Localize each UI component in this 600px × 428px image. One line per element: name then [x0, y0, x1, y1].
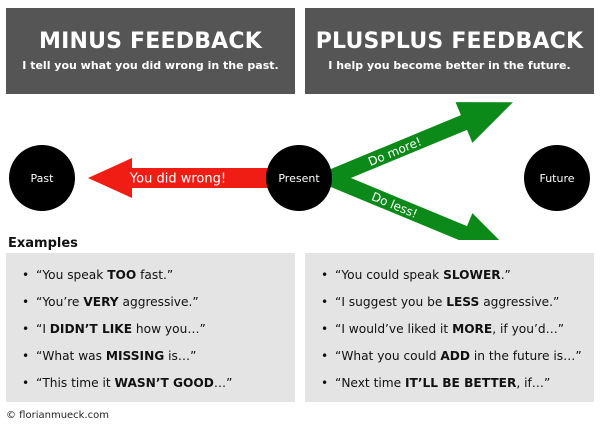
past-node-label: Past — [31, 172, 55, 185]
list-item: • “I would’ve liked it MORE, if you’d…” — [321, 321, 594, 348]
minus-feedback-header: MINUS FEEDBACK I tell you what you did w… — [6, 8, 295, 94]
bullet-icon: • — [22, 349, 30, 363]
minus-feedback-subtitle: I tell you what you did wrong in the pas… — [22, 59, 279, 72]
list-item: • “You’re VERY aggressive.” — [22, 294, 295, 321]
example-text: , if…” — [516, 376, 551, 390]
example-text: “What you could — [335, 349, 441, 363]
list-item: • “You could speak SLOWER.” — [321, 267, 594, 294]
present-node-label: Present — [278, 172, 320, 185]
example-emphasis: IT’LL BE BETTER — [405, 376, 517, 390]
example-text: “Next time — [335, 376, 405, 390]
list-item: • “Next time IT’LL BE BETTER, if…” — [321, 375, 594, 402]
bullet-icon: • — [22, 322, 30, 336]
feedback-diagram: You did wrong! Do more! Do less! Past Pr… — [9, 102, 590, 240]
example-text: is…” — [164, 349, 197, 363]
minus-examples-panel: • “You speak TOO fast.” • “You’re VERY agg… — [6, 253, 295, 402]
example-text: .” — [500, 268, 511, 282]
bullet-icon: • — [321, 268, 329, 282]
plusplus-examples-list: • “You could speak SLOWER.” • “I suggest y… — [321, 267, 594, 402]
bullet-icon: • — [321, 295, 329, 309]
list-item: • “I suggest you be LESS aggressive.” — [321, 294, 594, 321]
example-emphasis: DIDN’T LIKE — [49, 322, 133, 336]
example-emphasis: MORE — [452, 322, 493, 336]
list-item: • “What you could ADD in the future is…” — [321, 348, 594, 375]
example-text: how you…” — [132, 322, 206, 336]
example-emphasis: TOO — [107, 268, 137, 282]
bullet-icon: • — [321, 376, 329, 390]
list-item: • “This time it WASN’T GOOD…” — [22, 375, 295, 402]
plusplus-feedback-header: PLUSPLUS FEEDBACK I help you become bett… — [305, 8, 594, 94]
example-text: fast.” — [136, 268, 174, 282]
example-emphasis: MISSING — [105, 349, 165, 363]
bullet-icon: • — [321, 349, 329, 363]
present-node — [266, 145, 332, 211]
example-emphasis: LESS — [446, 295, 480, 309]
example-text: …” — [213, 376, 233, 390]
wrong-arrow — [88, 158, 268, 198]
do-more-arrow — [326, 102, 513, 186]
example-text: “You’re — [36, 295, 84, 309]
example-text: “I suggest you be — [335, 295, 447, 309]
plusplus-feedback-subtitle: I help you become better in the future. — [328, 59, 571, 72]
example-text: “This time it — [36, 376, 115, 390]
future-node-label: Future — [539, 172, 574, 185]
example-emphasis: SLOWER — [443, 268, 501, 282]
example-text: “I would’ve liked it — [335, 322, 453, 336]
example-text: aggressive.” — [118, 295, 199, 309]
examples-label: Examples — [8, 236, 78, 251]
bullet-icon: • — [321, 322, 329, 336]
example-emphasis: ADD — [440, 349, 471, 363]
example-text: “I — [36, 322, 50, 336]
list-item: • “You speak TOO fast.” — [22, 267, 295, 294]
bullet-icon: • — [22, 295, 30, 309]
example-text: , if you’d…” — [492, 322, 565, 336]
example-emphasis: VERY — [83, 295, 119, 309]
example-text: in the future is…” — [470, 349, 582, 363]
minus-feedback-title: MINUS FEEDBACK — [39, 29, 262, 54]
example-text: “You could speak — [335, 268, 444, 282]
future-node — [524, 145, 590, 211]
plusplus-feedback-title: PLUSPLUS FEEDBACK — [315, 29, 584, 54]
copyright-notice: © florianmueck.com — [6, 410, 110, 421]
list-item: • “I DIDN’T LIKE how you…” — [22, 321, 295, 348]
plusplus-examples-panel: • “You could speak SLOWER.” • “I suggest y… — [305, 253, 594, 402]
do-less-arrow-label: Do less! — [369, 190, 419, 221]
example-emphasis: WASN’T GOOD — [114, 376, 214, 390]
past-node — [9, 145, 75, 211]
list-item: • “What was MISSING is…” — [22, 348, 295, 375]
example-text: “What was — [36, 349, 106, 363]
minus-examples-list: • “You speak TOO fast.” • “You’re VERY agg… — [22, 267, 295, 402]
example-text: aggressive.” — [479, 295, 560, 309]
do-more-arrow-label: Do more! — [366, 134, 423, 168]
bullet-icon: • — [22, 376, 30, 390]
wrong-arrow-label: You did wrong! — [129, 172, 226, 187]
example-text: “You speak — [36, 268, 108, 282]
do-less-arrow — [326, 170, 513, 240]
bullet-icon: • — [22, 268, 30, 282]
